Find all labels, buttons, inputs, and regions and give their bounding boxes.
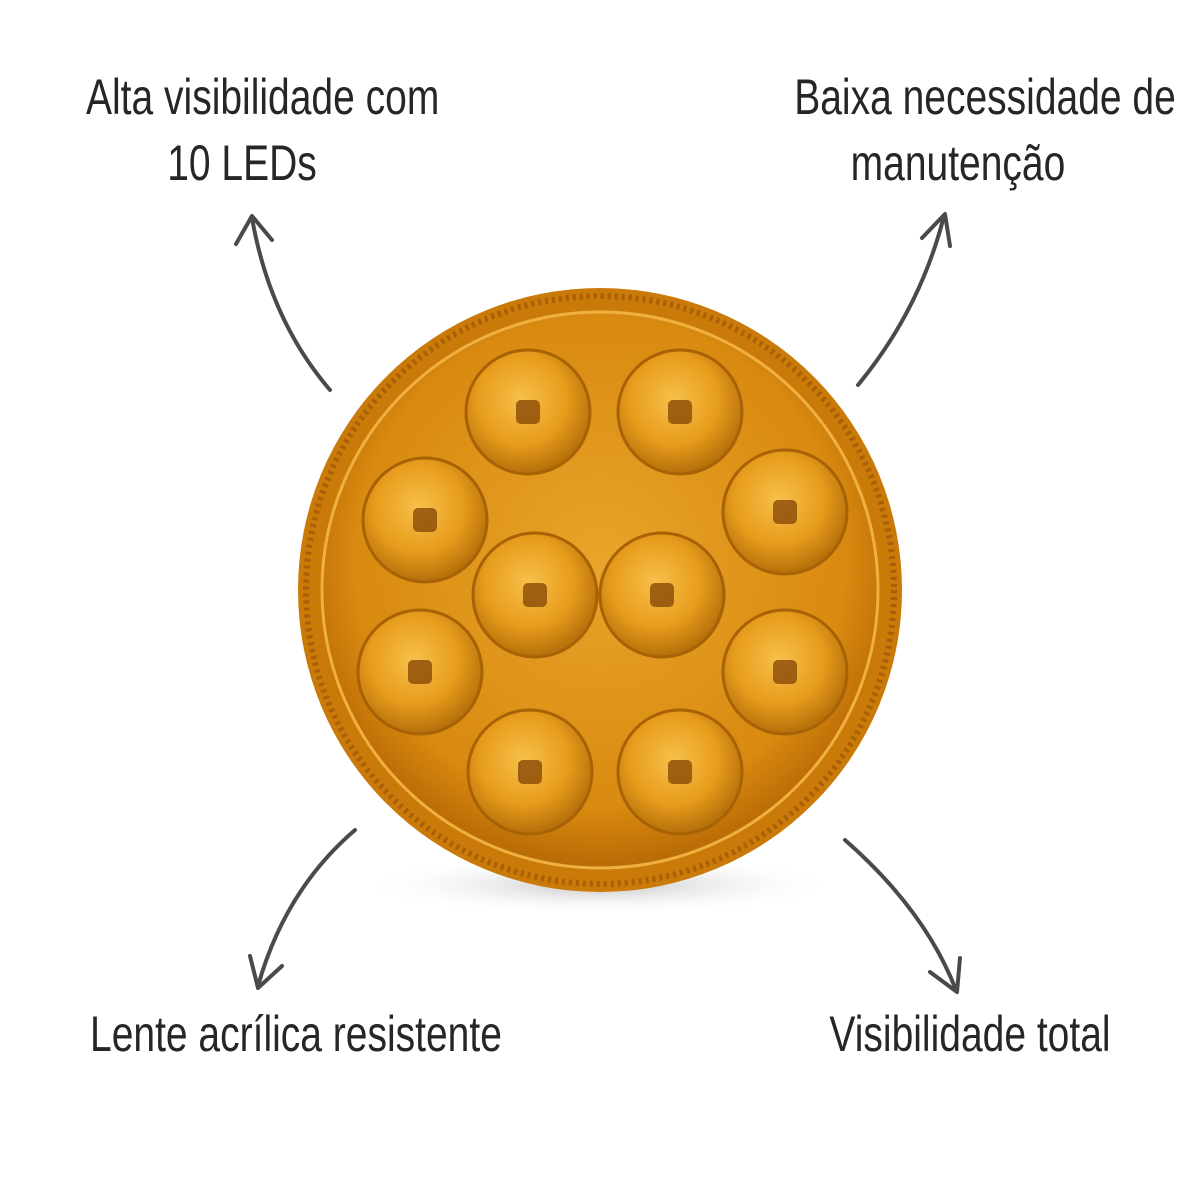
arrow-bottom-right-icon [843, 838, 962, 994]
led [598, 531, 726, 659]
led [466, 708, 594, 836]
led [721, 608, 849, 736]
arrow-top-right-icon [856, 212, 952, 387]
caption-high-visibility: Alta visibilidade com 10 LEDs [86, 64, 440, 196]
caption-line: Lente acrílica resistente [90, 1006, 502, 1062]
caption-line: 10 LEDs [167, 135, 317, 191]
led [721, 448, 849, 576]
caption-resistant-lens: Lente acrílica resistente [90, 1001, 502, 1067]
caption-low-maintenance: Baixa necessidade de manutenção [794, 64, 1176, 196]
caption-total-visibility: Visibilidade total [814, 1001, 1126, 1067]
caption-line: manutenção [850, 135, 1066, 191]
led-lamp [298, 288, 902, 892]
led [356, 608, 484, 736]
led [616, 348, 744, 476]
led [464, 348, 592, 476]
caption-line: Visibilidade total [829, 1006, 1111, 1062]
caption-line: Baixa necessidade de [794, 69, 1176, 125]
led [616, 708, 744, 836]
led [471, 531, 599, 659]
led [361, 456, 489, 584]
caption-line: Alta visibilidade com [86, 69, 440, 125]
arrow-bottom-left-icon [248, 828, 357, 990]
arrow-top-left-icon [234, 214, 332, 392]
